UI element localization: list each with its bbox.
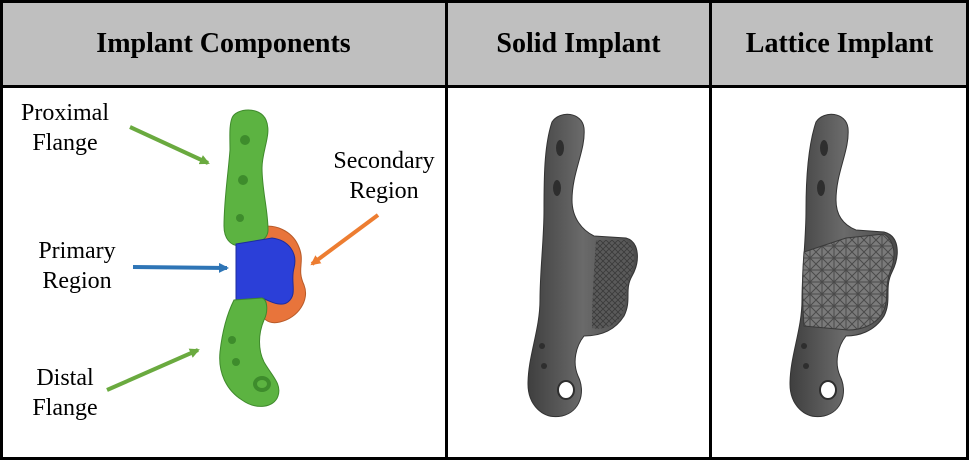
secondary-region-arrow [310,213,380,266]
label-primary-region: Primary Region [22,236,132,296]
solid-implant-render [527,113,638,418]
proximal-flange-arrow [129,125,210,165]
bottom-border [0,457,969,460]
distal-line2: Flange [32,395,98,421]
column-divider-2 [709,0,712,460]
label-proximal-flange: Proximal Flange [10,98,120,158]
distal-line1: Distal [36,365,94,391]
proximal-line1: Proximal [21,100,109,126]
distal-flange-arrow [106,348,200,392]
label-distal-flange: Distal Flange [10,363,120,423]
lattice-implant-render [789,113,898,418]
primary-region-shape [235,237,296,305]
header-implant-components: Implant Components [2,2,445,85]
left-border [0,0,3,460]
primary-region-arrow [132,262,229,273]
column-divider-1 [445,0,448,460]
right-border [966,0,969,460]
header-lattice-implant: Lattice Implant [712,2,967,85]
header-divider [0,85,969,88]
primary-line2: Region [42,268,112,294]
top-border [0,0,969,3]
header-solid-implant: Solid Implant [448,2,709,85]
primary-line1: Primary [38,238,116,264]
proximal-line2: Flange [32,130,98,156]
secondary-line2: Region [349,178,419,204]
secondary-line1: Secondary [333,148,435,174]
label-secondary-region: Secondary Region [322,146,446,206]
components-diagram [106,109,380,407]
